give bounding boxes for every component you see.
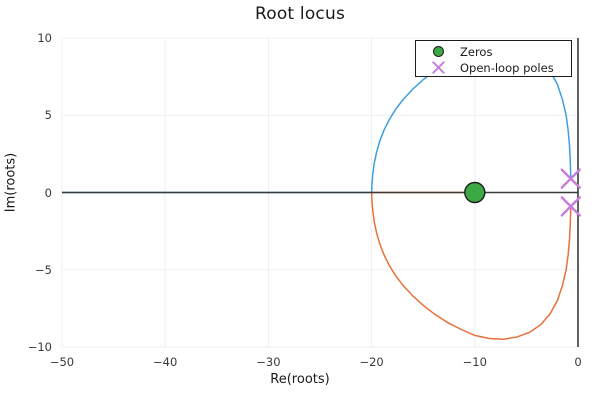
x-tick-label: −40 [153,355,178,369]
x-axis-label: Re(roots) [270,372,330,387]
legend-label-open-loop-poles: Open-loop poles [460,60,554,75]
zero-marker [464,181,486,204]
y-tick-label: −5 [35,262,52,277]
legend: Zeros Open-loop poles [415,40,572,77]
x-tick-label: −10 [462,355,487,369]
filled-circle-icon [416,46,460,57]
legend-entry-zeros: Zeros [416,43,571,60]
page-title: Root locus [254,4,346,24]
x-tick-label: −20 [359,355,384,369]
y-axis-label: Im(roots) [3,152,19,213]
pole-marker [560,196,581,217]
pole-marker [560,168,581,189]
legend-label-zeros: Zeros [460,44,493,59]
y-tick-label: 5 [44,108,52,123]
y-tick-label: −10 [27,340,52,354]
locus-branch-lower [370,192,572,341]
x-tick-label: −50 [49,355,75,369]
x-tick-label: 0 [574,355,582,369]
x-tick-label: −30 [256,355,281,369]
x-cross-icon [416,59,460,76]
legend-entry-poles: Open-loop poles [416,59,571,76]
y-tick-label: 0 [44,185,52,200]
y-tick-label: 10 [37,31,52,45]
